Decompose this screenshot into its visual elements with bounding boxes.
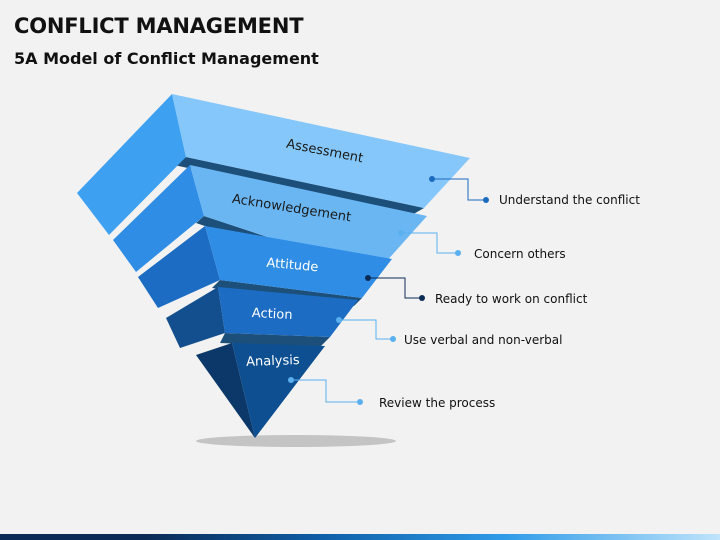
tier-action-side (166, 287, 225, 348)
stage-note-attitude: Ready to work on conflict (435, 292, 588, 306)
pyramid-shadow (196, 435, 396, 447)
callout-attitude (368, 277, 421, 299)
callout-dot-end-attitude (419, 295, 425, 301)
tier-acknowledgement-face (190, 165, 427, 273)
callout-line-attitude (368, 277, 421, 299)
callout-assessment (432, 178, 485, 201)
page-subtitle: 5A Model of Conflict Management (14, 49, 319, 68)
tier-assessment-side (77, 94, 186, 235)
tier-acknowledgement (113, 165, 427, 273)
tier-assessment-face (172, 94, 470, 208)
page-title: CONFLICT MANAGEMENT (14, 14, 304, 38)
footer-gradient-bar (0, 534, 720, 540)
callout-analysis (291, 379, 360, 403)
callout-dot-start-analysis (288, 377, 294, 383)
tier-assessment (77, 94, 470, 235)
stage-note-analysis: Review the process (379, 396, 495, 410)
tier-analysis-face (232, 343, 325, 438)
tier-gap-1 (174, 157, 424, 216)
tier-attitude-face (205, 226, 392, 298)
tier-attitude (138, 226, 392, 308)
callout-dot-start-attitude (365, 275, 371, 281)
tier-attitude-side (138, 226, 220, 308)
callout-dot-start-assessment (429, 176, 435, 182)
tier-action-face (218, 287, 358, 337)
stage-note-assessment: Understand the conflict (499, 193, 640, 207)
callout-acknowledgement (401, 232, 457, 254)
callout-dot-end-action (390, 336, 396, 342)
callout-line-analysis (291, 379, 360, 403)
callout-dot-end-assessment (483, 197, 489, 203)
callout-dot-start-acknowledgement (398, 230, 404, 236)
tier-action (166, 287, 358, 348)
stage-note-acknowledgement: Concern others (474, 247, 566, 261)
stage-label-analysis: Analysis (246, 353, 300, 370)
tier-analysis (196, 343, 325, 438)
tier-analysis-side (196, 343, 255, 438)
stage-label-attitude: Attitude (266, 256, 319, 275)
stage-label-action: Action (251, 306, 292, 323)
callout-dot-start-action (336, 317, 342, 323)
tier-acknowledgement-side (113, 165, 204, 272)
callout-line-acknowledgement (401, 232, 457, 254)
callout-dot-end-analysis (357, 399, 363, 405)
callout-dot-end-acknowledgement (455, 250, 461, 256)
stage-note-action: Use verbal and non-verbal (404, 333, 562, 347)
callout-line-action (339, 319, 392, 340)
callout-line-assessment (432, 178, 485, 201)
callout-action (339, 319, 392, 340)
